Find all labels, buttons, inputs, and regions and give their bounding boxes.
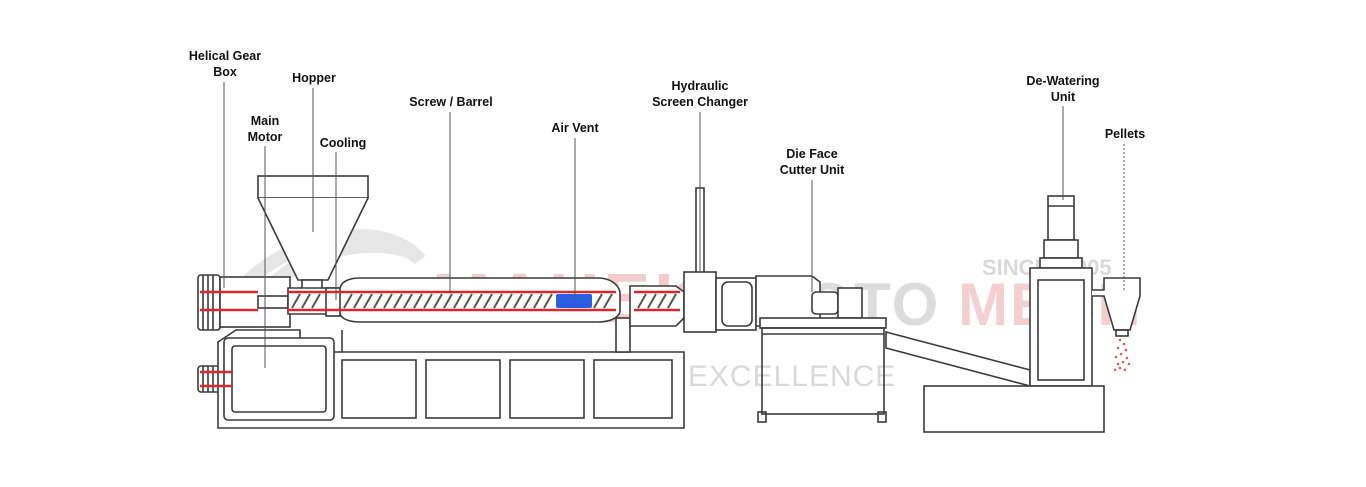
label-helical-gear-box-line1: Helical Gear (188, 49, 262, 63)
helical-gear-box (197, 274, 291, 331)
label-cooling: Cooling (319, 136, 367, 150)
screw-flights (291, 293, 677, 309)
label-pellets: Pellets (1104, 127, 1146, 141)
transfer-pipe (885, 330, 1031, 388)
label-hydraulic-screen-changer-line1: Hydraulic (671, 79, 729, 93)
leader-lines (223, 82, 1064, 368)
label-main-motor-line2: Motor (247, 130, 283, 144)
hydraulic-screen-changer (683, 187, 717, 333)
label-main-motor-line1: Main (250, 114, 280, 128)
label-helical-gear-box-line2: Box (213, 65, 237, 79)
dewatering-unit (923, 195, 1141, 433)
heater-lines (200, 290, 680, 388)
label-dewatering-unit: De-Watering Unit (1013, 73, 1113, 105)
label-die-face-cutter-unit-line2: Cutter Unit (779, 163, 845, 177)
label-dewatering-unit-line2: Unit (1050, 90, 1076, 104)
extruder-base-frame (217, 317, 685, 429)
label-screw-barrel: Screw / Barrel (409, 95, 493, 109)
label-air-vent: Air Vent (551, 121, 599, 135)
label-hydraulic-screen-changer: Hydraulic Screen Changer (640, 78, 760, 110)
pellets-stream (1113, 338, 1131, 372)
label-hopper: Hopper (292, 71, 336, 85)
label-helical-gear-box: Helical Gear Box (175, 48, 275, 80)
label-die-face-cutter-unit: Die Face Cutter Unit (762, 146, 862, 178)
die-face-cutter-unit (715, 275, 887, 423)
air-vent-marker (556, 294, 592, 308)
label-dewatering-unit-line1: De-Watering (1026, 74, 1100, 88)
main-motor-pulley (197, 365, 221, 393)
label-main-motor: Main Motor (230, 113, 300, 145)
label-die-face-cutter-unit-line1: Die Face (786, 147, 838, 161)
label-hydraulic-screen-changer-line2: Screen Changer (652, 95, 748, 109)
